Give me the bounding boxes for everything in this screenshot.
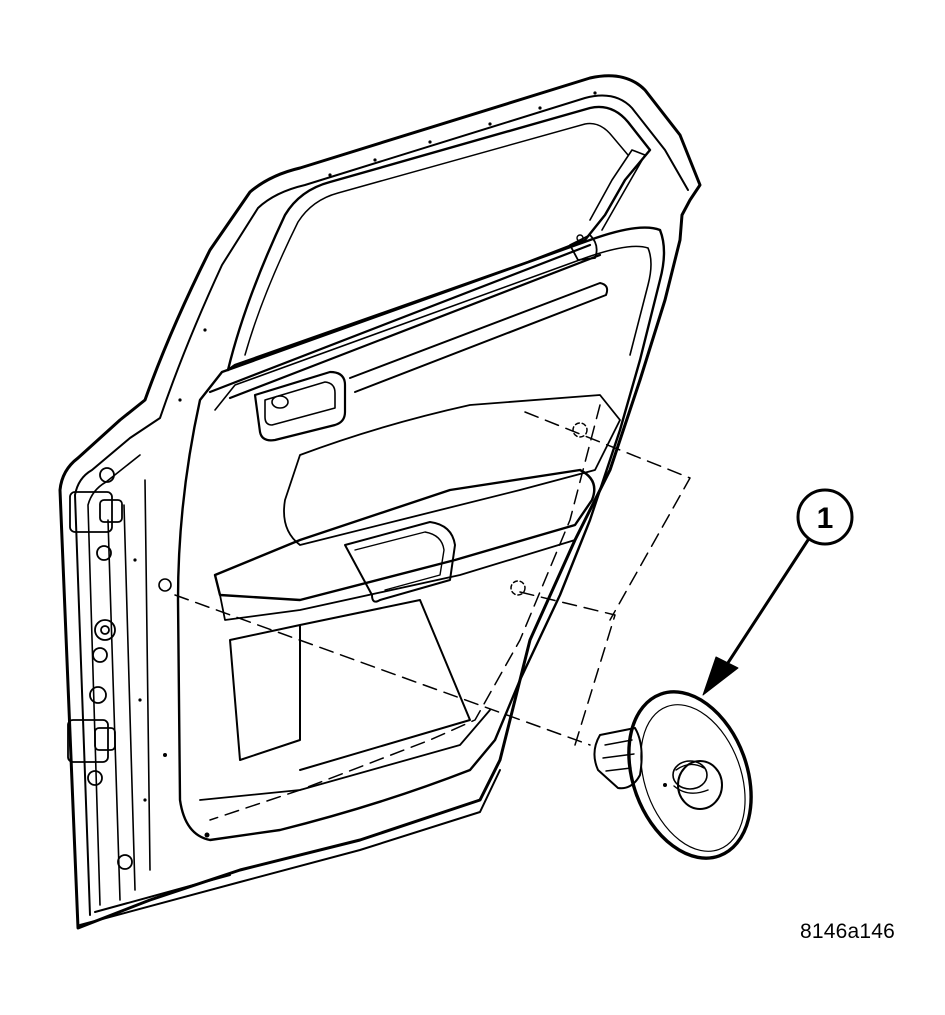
callout-1: 1 bbox=[702, 488, 854, 696]
clip-flange-inner bbox=[640, 704, 746, 852]
pull-cup bbox=[344, 521, 456, 603]
map-pocket bbox=[229, 599, 471, 771]
callout-number: 1 bbox=[817, 502, 834, 535]
callout-leader bbox=[720, 538, 810, 674]
frame-holes bbox=[133, 91, 597, 802]
dashed-clip-line-upper bbox=[524, 411, 691, 621]
trim-dot bbox=[204, 832, 210, 838]
screw-dot bbox=[163, 753, 167, 757]
pull-cup-inner bbox=[354, 531, 445, 591]
clip-pin bbox=[576, 234, 584, 242]
door-hinges bbox=[67, 467, 133, 870]
clip-shank bbox=[593, 727, 643, 790]
upper-insert bbox=[283, 394, 621, 546]
hinge-pillar-edge bbox=[107, 479, 151, 901]
trim-panel-outline bbox=[176, 226, 666, 842]
clip-dot bbox=[663, 783, 667, 787]
clip-head-top bbox=[672, 760, 708, 790]
door-bottom-flange bbox=[79, 769, 501, 926]
window-run-channel bbox=[589, 149, 646, 231]
dashed-panel-outline bbox=[209, 404, 601, 821]
belt-line bbox=[208, 243, 602, 400]
dashed-leader-lower bbox=[174, 594, 591, 746]
hidden-clip-guides bbox=[174, 404, 691, 821]
figure-id-label: 8146a146 bbox=[800, 920, 896, 943]
door-outer-edge bbox=[58, 74, 702, 930]
clip-location-upper bbox=[572, 422, 588, 438]
window-frame bbox=[226, 105, 652, 372]
lower-trim-edge bbox=[199, 709, 491, 801]
clip-head-ring bbox=[673, 763, 709, 794]
upper-clip bbox=[569, 234, 598, 261]
door-inner-edge bbox=[74, 94, 689, 916]
window-inner-line bbox=[244, 122, 629, 356]
trim-panel-inner bbox=[214, 245, 652, 411]
clip-flange bbox=[627, 690, 753, 860]
callout-arrowhead bbox=[702, 656, 739, 696]
handle-bezel bbox=[253, 370, 347, 442]
belt-molding bbox=[349, 282, 609, 393]
push-pin-clip bbox=[593, 690, 753, 860]
clip-location-lower bbox=[510, 580, 526, 596]
callout-circle bbox=[796, 488, 854, 546]
dashed-clip-line-lower bbox=[519, 591, 616, 746]
armrest bbox=[213, 468, 596, 602]
door-shell bbox=[58, 74, 702, 930]
clip-shank-ribs bbox=[602, 739, 635, 772]
middle-hinge-bolt bbox=[89, 619, 116, 704]
clip-head bbox=[677, 760, 723, 810]
lower-hinge bbox=[67, 719, 133, 870]
lock-knob bbox=[271, 395, 289, 409]
handle-recess bbox=[264, 381, 336, 426]
upper-hinge bbox=[69, 467, 123, 561]
armrest-lower bbox=[219, 539, 576, 621]
trim-panel bbox=[158, 226, 666, 842]
screw-hole bbox=[158, 578, 172, 592]
